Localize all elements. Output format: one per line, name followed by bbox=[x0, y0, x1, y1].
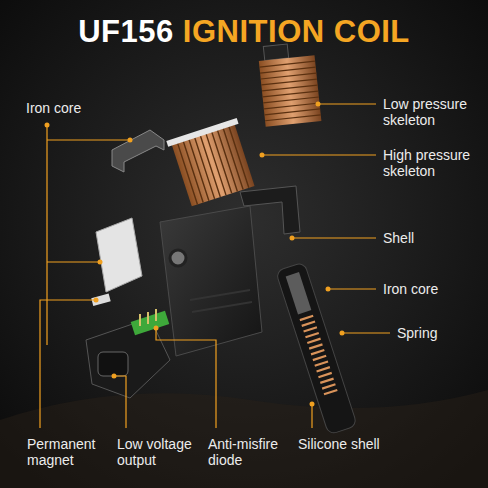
leader-dot bbox=[45, 123, 50, 128]
part-label: Permanent magnet bbox=[27, 436, 109, 468]
leader-dot bbox=[154, 326, 159, 331]
part-label: Spring bbox=[397, 325, 483, 341]
leader-line bbox=[292, 237, 376, 238]
leader-dot bbox=[316, 102, 321, 107]
leader-lines bbox=[40, 104, 390, 428]
part-label: Iron core bbox=[26, 100, 136, 116]
diode-pins bbox=[140, 309, 156, 326]
permanent-magnet bbox=[96, 218, 142, 292]
part-label: High pressure skeleton bbox=[383, 147, 483, 179]
magnet-chip bbox=[91, 294, 110, 306]
leader-dot bbox=[98, 260, 103, 265]
copper-winding bbox=[259, 55, 322, 126]
silicone-shell bbox=[276, 262, 358, 435]
skeleton-rim bbox=[166, 118, 238, 147]
body-bolt bbox=[170, 250, 186, 266]
leader-dot bbox=[310, 402, 315, 407]
coil-body bbox=[160, 206, 262, 356]
body-ribs bbox=[190, 290, 252, 312]
leader-dot bbox=[260, 153, 265, 158]
part-label: Shell bbox=[383, 230, 483, 246]
silicone-tube bbox=[276, 262, 358, 435]
anti-misfire-diode bbox=[131, 311, 170, 335]
part-label: Low pressure skeleton bbox=[383, 96, 483, 128]
leader-dot bbox=[128, 138, 133, 143]
leader-dot bbox=[326, 287, 331, 292]
leader-dot bbox=[94, 298, 99, 303]
leader-line bbox=[262, 154, 376, 155]
leader-dot bbox=[112, 374, 117, 379]
connector-plug bbox=[98, 352, 128, 376]
iron-core-piece bbox=[112, 130, 164, 172]
leader-line bbox=[328, 288, 376, 289]
part-label: Low voltage output bbox=[117, 436, 205, 468]
leader-line bbox=[156, 328, 216, 428]
part-label: Iron core bbox=[383, 281, 483, 297]
winding-lines bbox=[259, 61, 320, 121]
spring bbox=[300, 316, 337, 395]
connector bbox=[86, 318, 170, 398]
part-label: Silicone shell bbox=[298, 436, 418, 452]
leader-dot bbox=[290, 236, 295, 241]
leader-line bbox=[342, 332, 390, 333]
leader-line bbox=[47, 125, 130, 345]
leader-dot bbox=[340, 331, 345, 336]
leader-line bbox=[318, 103, 376, 104]
leader-line bbox=[311, 404, 312, 428]
low-pressure-skeleton bbox=[257, 41, 321, 126]
diagram-title: UF156 IGNITION COIL bbox=[0, 14, 488, 50]
part-label: Anti-misfire diode bbox=[208, 436, 292, 468]
leader-line bbox=[40, 300, 96, 428]
leader-line bbox=[114, 376, 126, 428]
leader-dots bbox=[45, 102, 345, 407]
iron-core-rod bbox=[286, 272, 312, 314]
engine-backdrop bbox=[0, 390, 488, 488]
